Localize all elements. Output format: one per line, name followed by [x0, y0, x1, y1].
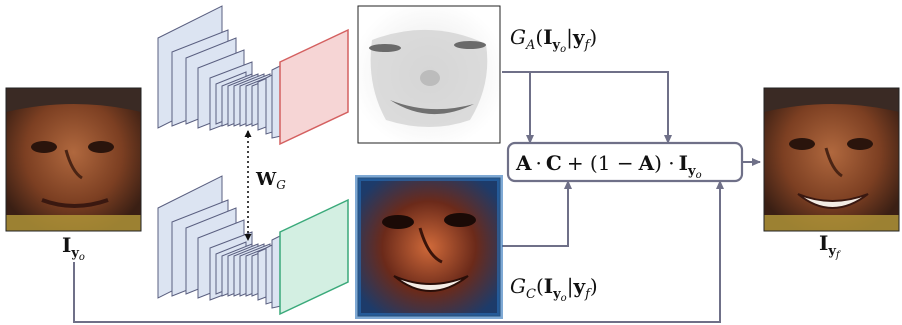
color-generator-network [157, 175, 349, 316]
arrow-attention-to-A [502, 71, 534, 144]
arrows [73, 71, 761, 323]
attention-mask-image [357, 5, 501, 144]
color-mask-image [355, 175, 503, 319]
attention-output-label: GA(Iyo|yf) [510, 25, 597, 55]
arrow-color-to-C [502, 180, 572, 247]
attention-generator-network [157, 5, 349, 146]
color-output-label: GC(Iyo|yf) [510, 274, 598, 304]
input-label: Iyo [62, 233, 85, 263]
arrow-attention-to-A2 [530, 71, 672, 144]
arrow-input-skip [73, 180, 724, 323]
input-face-image [5, 87, 142, 232]
composition-formula: A·C+ (1 −A) ·Iyo [506, 141, 744, 183]
output-face-image [763, 87, 900, 232]
weights-label: WG [255, 169, 286, 192]
output-label: Iyf [819, 231, 842, 261]
svg-text:A·C+ (1 −A) ·Iyo: A·C+ (1 −A) ·Iyo [515, 151, 702, 181]
